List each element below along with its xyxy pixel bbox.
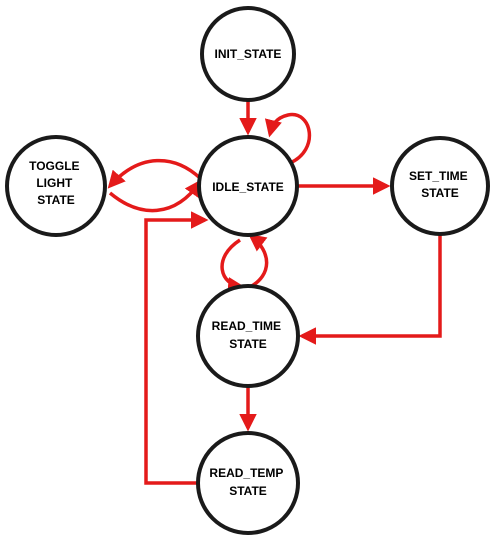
node-read-time-circle: [196, 284, 300, 388]
node-toggle-label: TOGGLE LIGHT STATE: [29, 159, 83, 207]
node-init-label-line-1: INIT_STATE: [215, 47, 282, 61]
node-read-temp-state: READ_TEMP STATE: [196, 431, 300, 535]
node-read-time-label: READ_TIME STATE: [212, 319, 285, 351]
node-set-time-label-line-2: STATE: [421, 186, 459, 200]
node-init-label: INIT_STATE: [215, 47, 282, 61]
edge-read-time-to-idle: [248, 233, 269, 289]
edge-set-time-to-read-time: [298, 233, 442, 345]
node-toggle-light-state: TOGGLE LIGHT STATE: [5, 135, 107, 237]
node-read-time-state: READ_TIME STATE: [196, 284, 300, 388]
node-idle-state: IDLE_STATE: [197, 135, 299, 237]
node-set-time-label: SET_TIME STATE: [409, 169, 471, 200]
node-set-time-state: SET_TIME STATE: [390, 136, 490, 236]
node-toggle-label-line-2: LIGHT: [36, 176, 73, 190]
node-read-temp-label-line-1: READ_TEMP: [209, 466, 283, 480]
edge-idle-to-toggle: [107, 158, 202, 189]
node-init-circle: [200, 6, 296, 102]
node-read-time-label-line-1: READ_TIME: [212, 319, 281, 333]
node-idle-circle: [197, 135, 299, 237]
edges: [107, 100, 442, 485]
node-idle-label-line-1: IDLE_STATE: [212, 180, 284, 194]
node-set-time-circle: [390, 136, 490, 236]
node-read-temp-label: READ_TEMP STATE: [209, 466, 286, 498]
edge-read-temp-to-idle: [144, 211, 209, 485]
edge-idle-to-read-time: [220, 238, 246, 295]
node-init-state: INIT_STATE: [200, 6, 296, 102]
edge-toggle-to-idle: [108, 179, 202, 213]
node-read-temp-label-line-2: STATE: [229, 484, 267, 498]
node-set-time-label-line-1: SET_TIME: [409, 169, 468, 183]
node-read-temp-circle: [196, 431, 300, 535]
node-toggle-label-line-1: TOGGLE: [29, 159, 79, 173]
node-read-time-label-line-2: STATE: [229, 337, 267, 351]
node-idle-label: IDLE_STATE: [212, 180, 284, 194]
edge-idle-self-loop: [264, 113, 311, 165]
node-toggle-label-line-3: STATE: [37, 193, 75, 207]
node-toggle-circle: [5, 135, 107, 237]
